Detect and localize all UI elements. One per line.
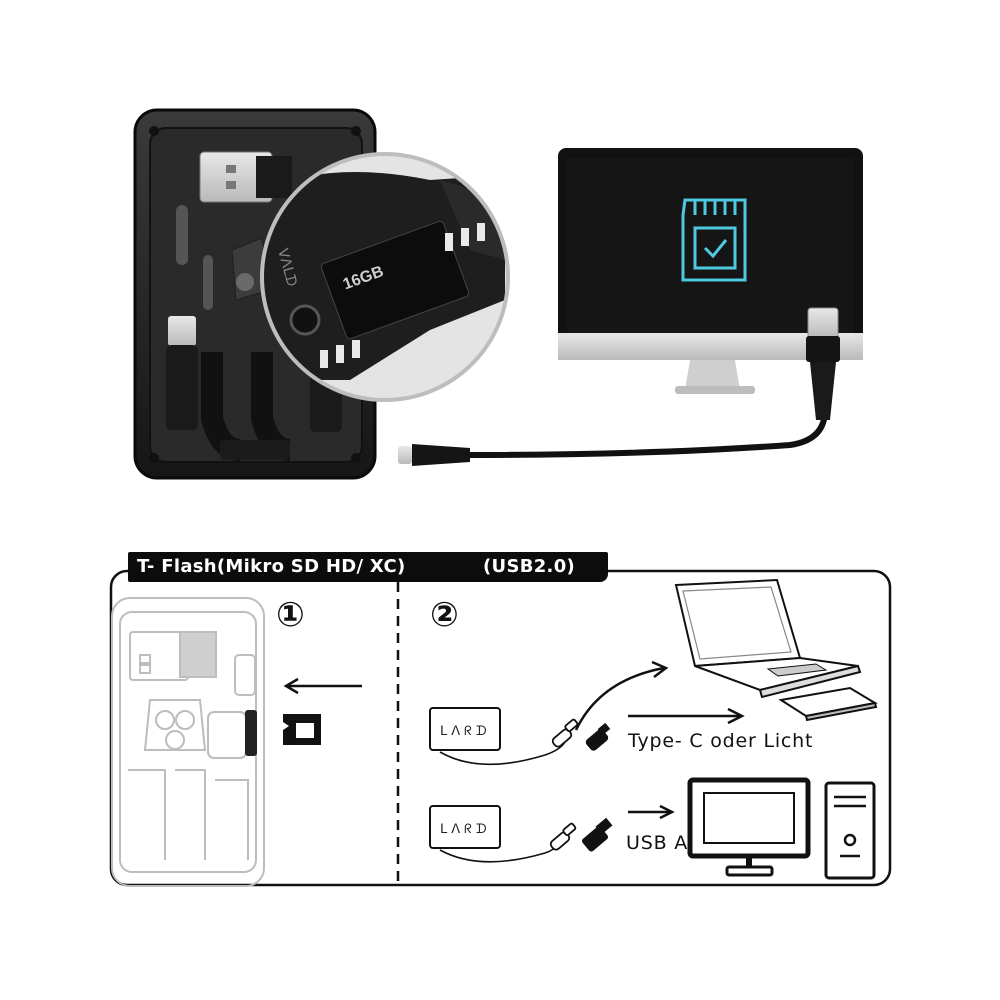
card-type-label: T- Flash(Mikro SD HD/ XC) xyxy=(137,556,406,577)
usb-a-plug-icon xyxy=(549,817,613,852)
usb-spec-label: (USB2.0) xyxy=(483,556,576,577)
card-logo-text: ᒪᐱᖇᗪ xyxy=(440,822,491,837)
desktop-monitor xyxy=(558,148,863,394)
usb-c-plug-icon xyxy=(551,718,611,751)
step-1-number: ① xyxy=(276,595,305,635)
connect-arrow-right xyxy=(628,707,745,725)
connect-arrow-curved xyxy=(574,660,669,731)
card-slot xyxy=(245,710,257,756)
sd-card-check-icon xyxy=(681,198,747,282)
zoom-detail-circle: 16GB ᐯᐱᒪᗪ xyxy=(260,152,510,402)
spec-label-bar xyxy=(128,552,608,582)
step-2-number: ② xyxy=(430,595,459,635)
usb-a-label: USB A xyxy=(626,832,689,854)
desktop-monitor-icon xyxy=(687,777,811,877)
laptop-icon xyxy=(674,578,862,699)
insert-arrow xyxy=(283,677,362,695)
usb-cable xyxy=(398,307,840,466)
microsd-icon xyxy=(283,714,321,745)
type-c-label: Type- C oder Licht xyxy=(628,730,814,752)
case-outline-sketch xyxy=(111,597,265,887)
card-logo-text: ᒪᐱᖇᗪ xyxy=(440,724,491,739)
phone-icon xyxy=(778,686,878,722)
card-device-1: ᒪᐱᖇᗪ xyxy=(429,707,566,766)
card-device-2: ᒪᐱᖇᗪ xyxy=(429,805,561,863)
connect-arrow-usb xyxy=(628,804,675,820)
pc-tower-icon xyxy=(824,781,876,880)
